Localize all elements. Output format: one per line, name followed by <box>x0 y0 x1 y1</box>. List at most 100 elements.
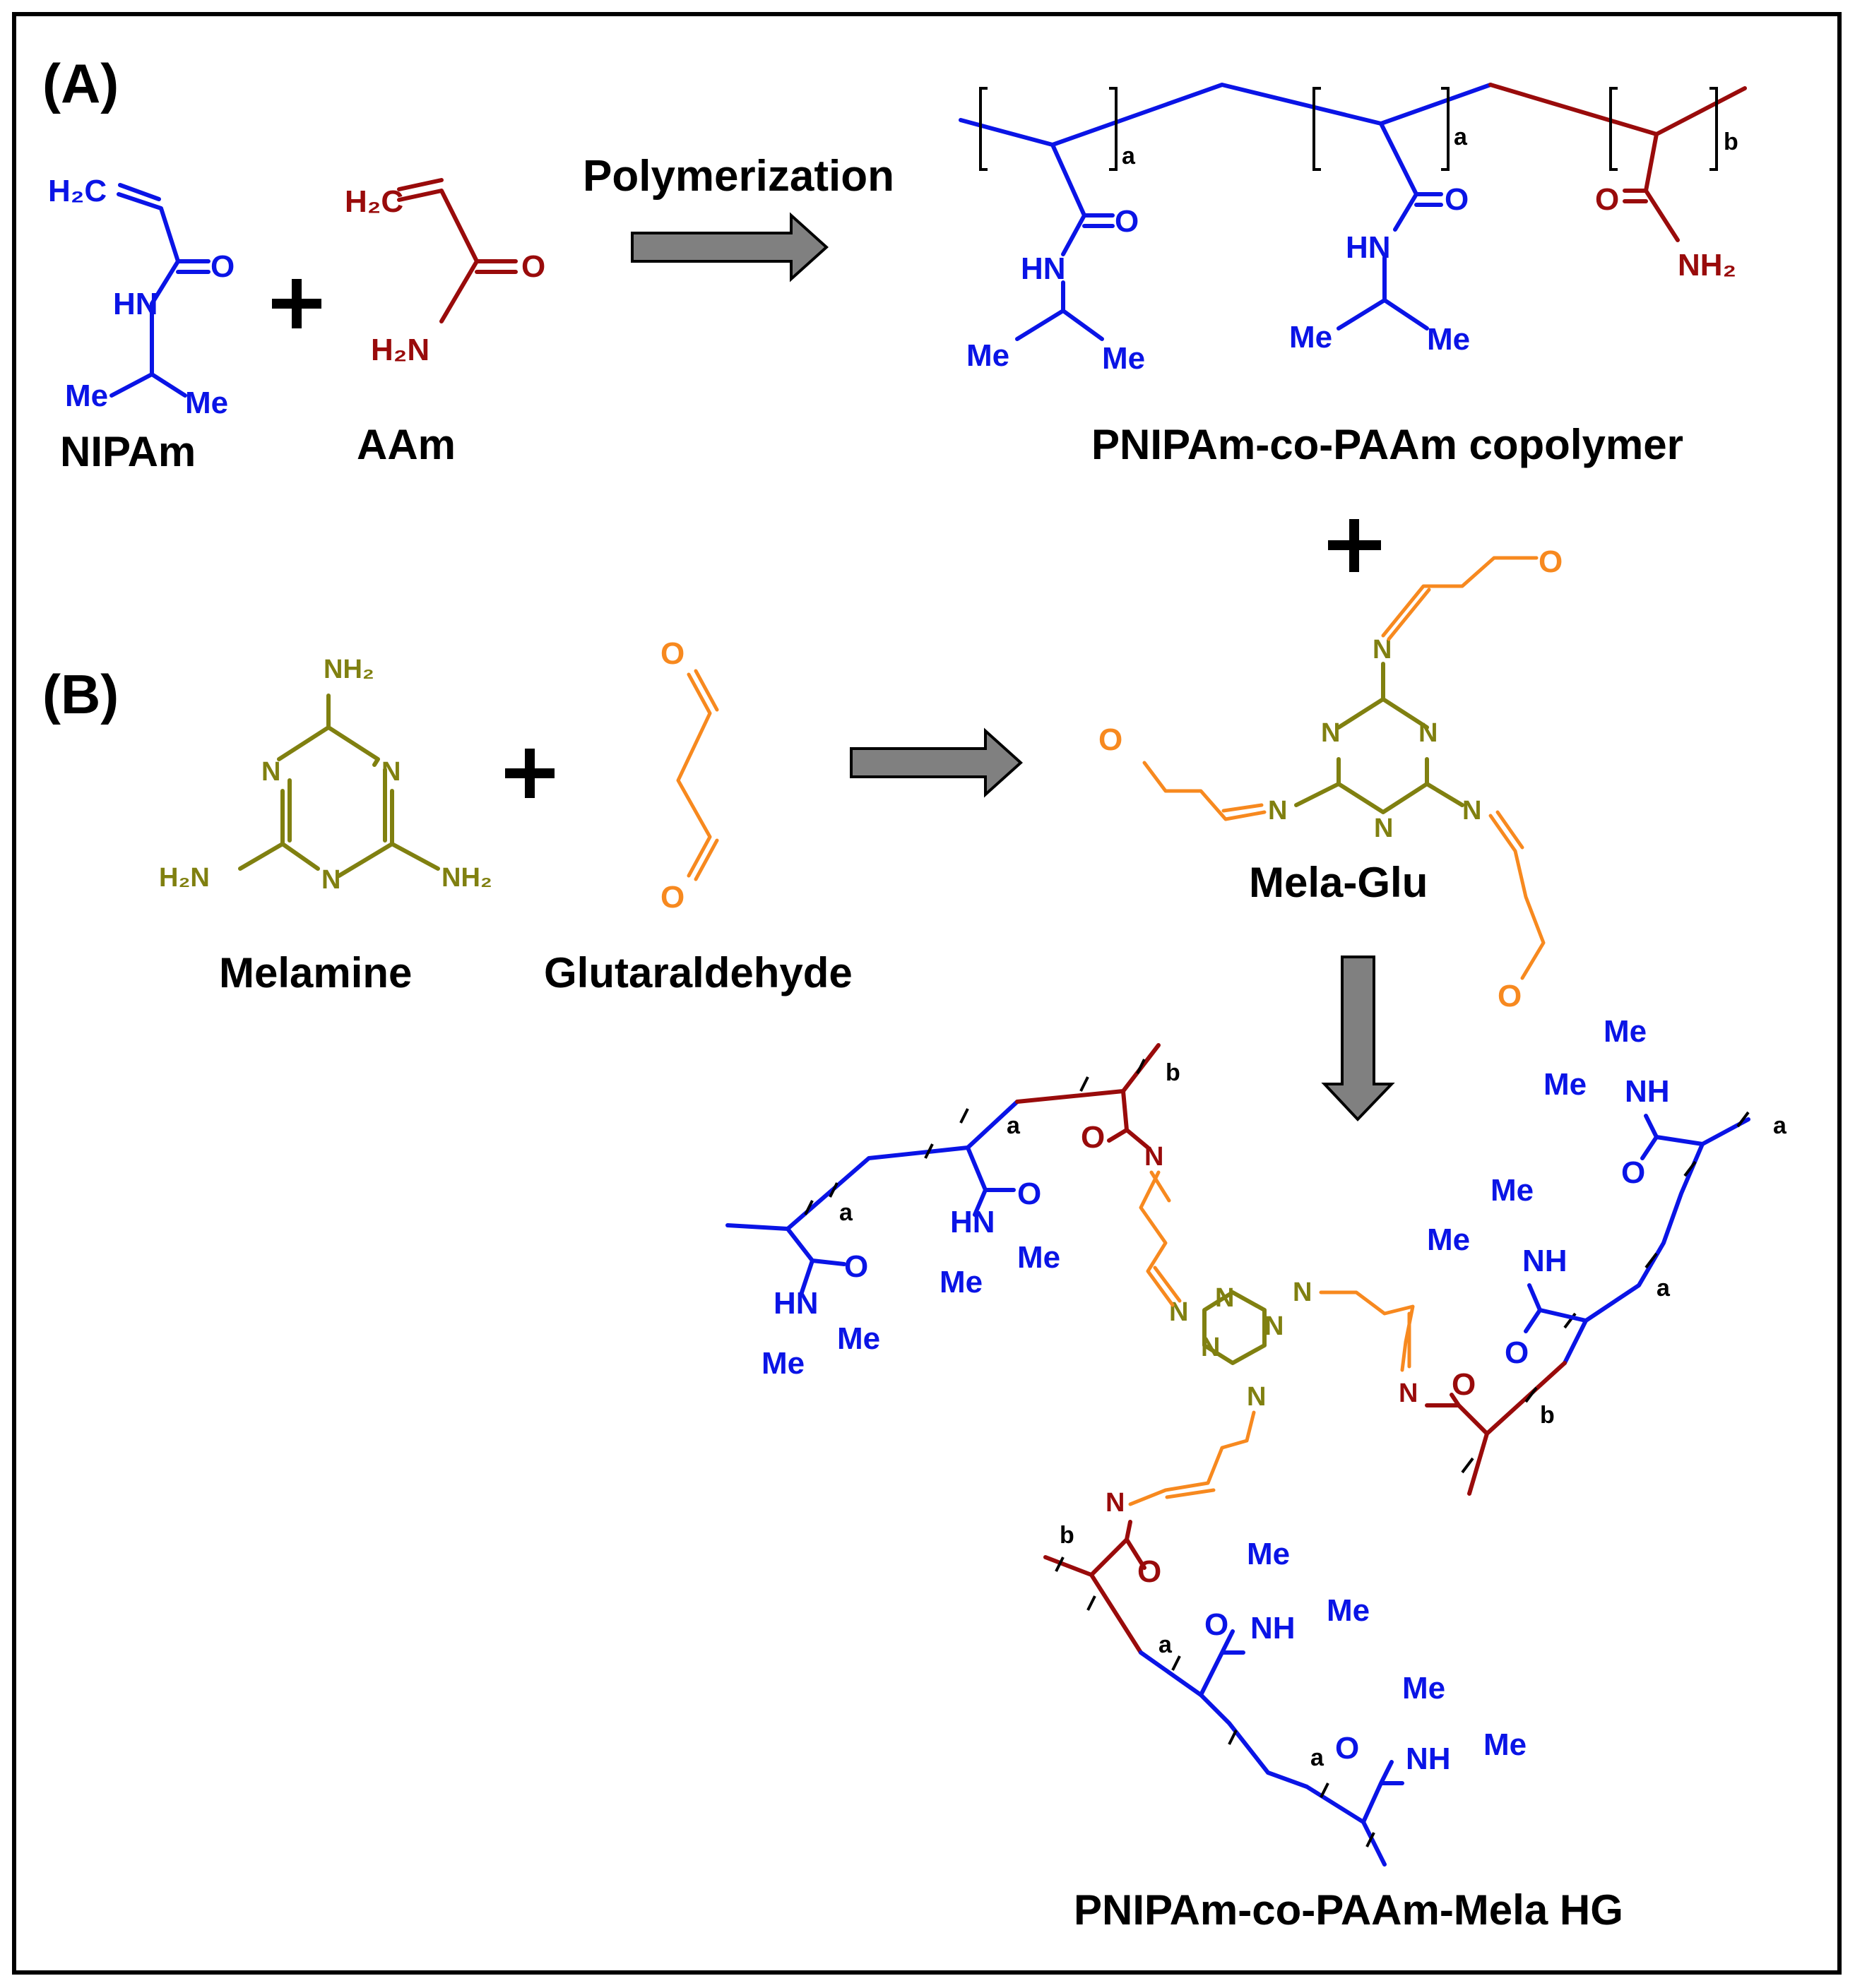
hydrogel-structure: N N N N N N N N N a a b O HN Me Me O HN … <box>725 1014 1787 1867</box>
mela-glu-n2: N <box>1418 718 1438 748</box>
hg-sub-a1: a <box>839 1199 853 1226</box>
mela-glu-n1: N <box>1321 718 1340 748</box>
hg-o3: O <box>1081 1120 1105 1155</box>
mela-glu-label: Mela-Glu <box>1249 859 1428 906</box>
hg-o8: O <box>1204 1607 1228 1642</box>
hg-me3a: Me <box>1543 1067 1587 1102</box>
hg-nh3: NH <box>1250 1611 1296 1645</box>
hg-n-a: N <box>1215 1283 1234 1313</box>
hg-n-link3: N <box>1106 1488 1125 1518</box>
hg-me2b: Me <box>1017 1240 1060 1275</box>
glutaraldehyde-structure: O O <box>660 636 719 915</box>
copolymer-sub-a1: a <box>1122 143 1136 169</box>
hg-o5: O <box>1505 1335 1529 1370</box>
copolymer-nh2: NH₂ <box>1678 248 1736 282</box>
nipam-label: NIPAm <box>60 428 196 475</box>
copolymer-sub-a2: a <box>1454 124 1468 150</box>
hg-me1b: Me <box>837 1321 880 1356</box>
nipam-me-left: Me <box>65 379 108 413</box>
glutaraldehyde-label: Glutaraldehyde <box>544 949 853 996</box>
glutaraldehyde-o-bottom: O <box>660 880 684 915</box>
hg-o1: O <box>844 1249 868 1284</box>
plus-icon <box>272 279 321 328</box>
hg-me3b: Me <box>1604 1014 1647 1049</box>
copolymer-structure: a a b O HN Me Me O HN Me Me O NH₂ <box>959 83 1747 376</box>
hydrogel-label: PNIPAm-co-PAAm-Mela HG <box>1074 1886 1623 1934</box>
hg-o2: O <box>1017 1177 1041 1211</box>
melamine-structure: NH₂ N N N H₂N NH₂ <box>159 655 492 895</box>
hg-sub-a3: a <box>1773 1112 1787 1139</box>
mela-glu-o2: O <box>1098 722 1122 757</box>
plus-icon <box>1328 519 1381 572</box>
aam-structure: H₂C O H₂N <box>345 178 545 367</box>
hg-o4: O <box>1621 1155 1645 1190</box>
hg-o6: O <box>1452 1367 1476 1402</box>
nipam-h2c: H₂C <box>48 174 107 208</box>
copolymer-hn2: HN <box>1346 230 1391 265</box>
melamine-label: Melamine <box>219 949 412 996</box>
hg-sub-a4: a <box>1657 1275 1671 1302</box>
mela-glu-structure: N N N N N N O O O <box>1098 544 1563 1013</box>
hg-me6b: Me <box>1483 1727 1527 1762</box>
arrow-icon <box>631 212 829 282</box>
nipam-o: O <box>211 249 235 284</box>
glutaraldehyde-o-top: O <box>660 636 684 671</box>
copolymer-o3: O <box>1595 182 1619 217</box>
hg-hn1: HN <box>774 1286 819 1321</box>
panel-b-label: (B) <box>42 663 119 725</box>
copolymer-hn1: HN <box>1021 251 1066 286</box>
hg-sub-b3: b <box>1060 1522 1074 1549</box>
panel-a-label: (A) <box>42 52 119 114</box>
hg-nh1: NH <box>1625 1074 1670 1109</box>
hg-n-right: N <box>1293 1278 1312 1307</box>
copolymer-me1a: Me <box>966 338 1009 373</box>
hg-n-c: N <box>1201 1333 1220 1362</box>
melamine-h2n: H₂N <box>159 863 210 893</box>
hg-n-bottom: N <box>1247 1382 1266 1412</box>
mela-glu-n-right: N <box>1462 796 1481 826</box>
nipam-structure: H₂C O HN Me Me <box>48 174 235 420</box>
hg-me1a: Me <box>761 1346 805 1381</box>
hg-sub-a5: a <box>1158 1631 1173 1658</box>
hg-n-link2: N <box>1399 1379 1418 1408</box>
copolymer-o2: O <box>1445 182 1469 217</box>
mela-glu-o1: O <box>1539 544 1563 579</box>
copolymer-me1b: Me <box>1102 341 1145 376</box>
melamine-n1: N <box>261 757 280 787</box>
aam-o: O <box>521 249 545 284</box>
copolymer-me2b: Me <box>1427 322 1470 357</box>
hg-me5b: Me <box>1327 1593 1370 1628</box>
hg-hn2: HN <box>950 1205 995 1239</box>
hg-sub-a2: a <box>1007 1112 1021 1139</box>
melamine-n3: N <box>321 865 340 895</box>
nipam-me-right: Me <box>185 386 228 420</box>
mela-glu-n3: N <box>1374 814 1393 843</box>
hg-nh2: NH <box>1522 1244 1567 1278</box>
hg-sub-b2: b <box>1540 1402 1555 1429</box>
copolymer-label: PNIPAm-co-PAAm copolymer <box>1091 421 1683 468</box>
hg-n-b: N <box>1264 1311 1284 1341</box>
polymerization-label: Polymerization <box>583 152 894 201</box>
melamine-n2: N <box>381 757 401 787</box>
hg-o7: O <box>1137 1554 1161 1589</box>
hg-o9: O <box>1335 1731 1359 1766</box>
hg-sub-a6: a <box>1310 1744 1324 1771</box>
copolymer-me2a: Me <box>1289 320 1332 355</box>
mela-glu-n-left: N <box>1268 796 1287 826</box>
melamine-nh2-top: NH₂ <box>324 655 374 684</box>
copolymer-o1: O <box>1115 204 1139 239</box>
hg-me4b: Me <box>1490 1173 1534 1208</box>
mela-glu-o3: O <box>1498 979 1522 1013</box>
hg-me6a: Me <box>1402 1671 1445 1706</box>
plus-icon <box>505 749 555 798</box>
hg-sub-b1: b <box>1166 1059 1180 1086</box>
melamine-nh2-right: NH₂ <box>441 863 492 893</box>
copolymer-sub-b: b <box>1724 129 1738 155</box>
arrow-icon <box>1321 956 1395 1121</box>
aam-h2c: H₂C <box>345 184 403 219</box>
aam-h2n: H₂N <box>371 333 429 367</box>
arrow-icon <box>850 727 1023 798</box>
nipam-hn: HN <box>113 287 158 321</box>
hg-me4a: Me <box>1427 1222 1470 1257</box>
